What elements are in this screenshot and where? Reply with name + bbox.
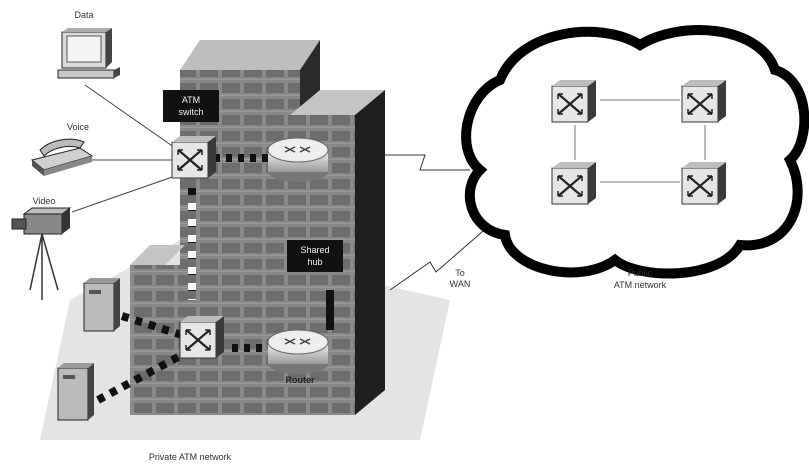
server-icon (83, 278, 120, 332)
building-left-block (130, 245, 185, 415)
phone-icon (30, 138, 94, 176)
atm-switch-icon (680, 78, 728, 124)
label-to-wan-2: WAN (449, 279, 471, 289)
label-shared-hub-2: hub (307, 257, 323, 267)
router-icon (267, 329, 329, 374)
server-icon (57, 363, 94, 421)
router-icon (267, 137, 329, 182)
shared-hub-label-box (287, 240, 343, 272)
atm-switch-icon (170, 134, 218, 180)
atm-switch-label-box (163, 90, 219, 122)
label-atm-switch-2: switch (178, 107, 204, 117)
label-atm-switch-1: ATM (181, 95, 201, 105)
label-to-wan-1: To (455, 268, 465, 278)
computer-icon (57, 28, 120, 79)
wan-links (385, 154, 491, 291)
label-video: Video (32, 196, 56, 206)
label-router: Router (285, 375, 315, 385)
label-public-atm-2: ATM network (613, 280, 667, 290)
label-data: Data (74, 10, 94, 20)
label-voice: Voice (66, 122, 90, 132)
video-camera-icon (11, 207, 72, 300)
label-private-atm: Private ATM network (148, 452, 232, 462)
atm-switch-icon (178, 314, 226, 360)
atm-switch-icon (550, 160, 598, 206)
endpoint-links (71, 84, 179, 213)
label-shared-hub-1: Shared (300, 245, 330, 255)
cable-links (96, 154, 334, 404)
cloud-icon (461, 25, 809, 279)
label-public-atm-1: Public (627, 268, 653, 278)
atm-switch-icon (680, 160, 728, 206)
cloud-links (574, 99, 706, 183)
atm-switch-icon (550, 78, 598, 124)
